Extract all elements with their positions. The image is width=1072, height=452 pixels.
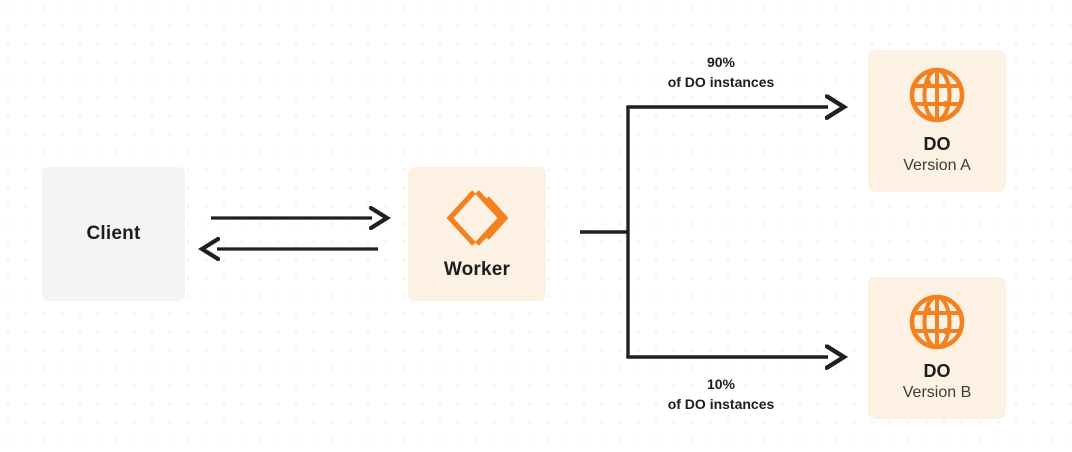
node-do-version-b: DO Version B [868, 277, 1006, 419]
edge-label-90-percent: 90% of DO instances [615, 52, 827, 93]
node-do-version-b-sublabel: Version B [902, 384, 972, 402]
node-client-label: Client [86, 223, 141, 244]
cloudflare-workers-icon [444, 187, 510, 249]
node-do-version-a: DO Version A [868, 50, 1006, 192]
edge-label-10-percent-caption: of DO instances [667, 396, 775, 413]
globe-icon [907, 65, 967, 125]
edge-label-90-percent-caption: of DO instances [667, 74, 775, 91]
node-worker-label: Worker [443, 259, 511, 280]
node-do-version-a-sublabel: Version A [903, 157, 971, 175]
edge-worker-branch-spine [580, 107, 630, 357]
edge-label-90-percent-value: 90% [706, 54, 736, 70]
node-worker: Worker [408, 167, 546, 301]
node-do-version-b-label: DO [923, 360, 951, 381]
node-do-version-a-label: DO [923, 133, 951, 154]
edge-label-10-percent: 10% of DO instances [615, 374, 827, 415]
node-client: Client [42, 167, 185, 301]
edge-label-10-percent-value: 10% [706, 376, 736, 392]
globe-icon [907, 292, 967, 352]
